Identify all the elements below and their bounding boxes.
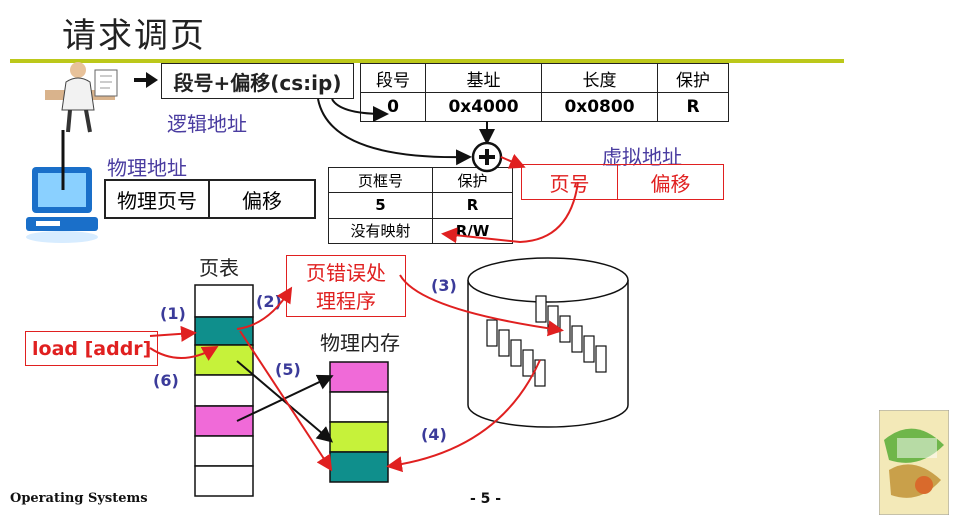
disk-icon (467, 257, 629, 428)
step-label: (2) (256, 292, 282, 311)
logical-address-label: 逻辑地址 (167, 112, 247, 136)
physical-memory (329, 361, 389, 483)
seg-header: 段号 (360, 63, 426, 93)
pt-cell: 5 (328, 192, 433, 219)
physical-page-field: 物理页号 (106, 181, 210, 217)
pt-header: 保护 (432, 166, 513, 194)
segment-table: 段号 基址 长度 保护 0 0x4000 0x0800 R (360, 63, 729, 122)
physical-memory-label: 物理内存 (320, 331, 400, 355)
page-table-label: 页表 (199, 256, 239, 280)
virtual-page-field: 页号 (522, 165, 618, 199)
page-table (194, 284, 254, 497)
book-cover-icon (879, 410, 949, 515)
logical-address-box: 段号+偏移(cs:ip) (161, 63, 354, 99)
seg-cell: 0x0800 (541, 92, 658, 122)
physical-offset-field: 偏移 (242, 188, 282, 213)
seg-cell: R (657, 92, 729, 122)
virtual-address-label: 虚拟地址 (602, 145, 682, 169)
physical-address-box: 物理页号 偏移 (104, 179, 316, 219)
seg-cell: 0 (360, 92, 426, 122)
physical-address-label: 物理地址 (107, 156, 187, 180)
step-label: (6) (153, 371, 179, 390)
step-label: (1) (160, 304, 186, 323)
seg-header: 保护 (657, 63, 729, 93)
person-at-desk-icon (45, 62, 118, 133)
page-table-small: 页框号 保护 5 R 没有映射 R/W (328, 166, 513, 245)
footer-page-number: - 5 - (470, 491, 502, 507)
page-fault-handler-box: 页错误处 理程序 (286, 255, 406, 317)
step-label: (3) (431, 276, 457, 295)
virtual-offset-field: 偏移 (650, 171, 691, 196)
step-label: (4) (421, 425, 447, 444)
seg-cell: 0x4000 (425, 92, 542, 122)
pt-header: 页框号 (328, 166, 433, 194)
instruction-box: load [addr] (25, 331, 158, 366)
footer-course: Operating Systems (10, 491, 148, 506)
title-rule (10, 59, 844, 63)
seg-header: 基址 (425, 63, 542, 93)
step-label: (5) (275, 360, 301, 379)
pt-cell: 没有映射 (328, 217, 433, 245)
page-title: 请求调页 (62, 16, 206, 56)
virtual-address-box: 页号 偏移 (521, 164, 724, 200)
